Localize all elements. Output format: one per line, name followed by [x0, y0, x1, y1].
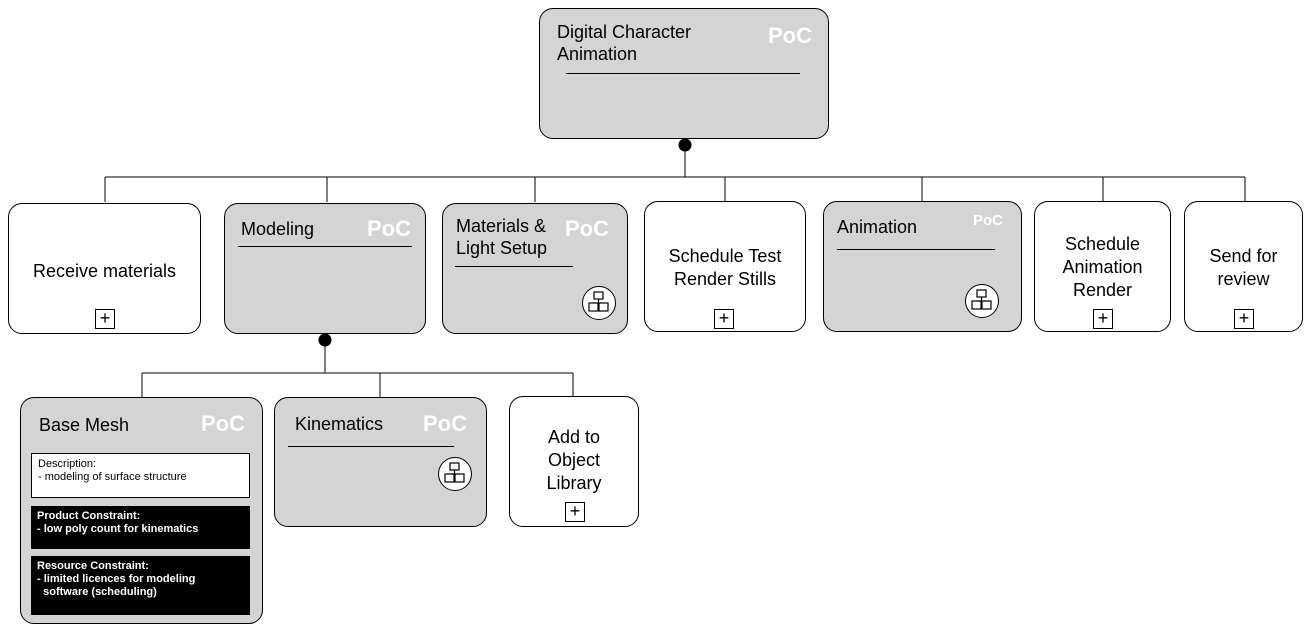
- title-underline: [455, 266, 573, 267]
- note-text: - low poly count for kinematics: [37, 523, 199, 535]
- process-label: Base Mesh: [39, 415, 130, 435]
- resource-constraint-note: Resource Constraint: - limited licences …: [31, 556, 250, 615]
- process-label: review: [1217, 269, 1270, 289]
- description-note: Description: - modeling of surface struc…: [31, 453, 250, 498]
- hierarchy-icon[interactable]: [438, 457, 472, 491]
- process-label: Schedule Test: [668, 246, 782, 266]
- expand-icon[interactable]: +: [714, 309, 734, 329]
- hierarchy-icon[interactable]: [965, 284, 999, 318]
- note-text: software (scheduling): [37, 586, 157, 598]
- process-send-for-review[interactable]: Send for review +: [1184, 201, 1303, 332]
- title-underline: [837, 249, 995, 250]
- process-label: Render: [1072, 280, 1133, 300]
- title-underline: [566, 73, 800, 74]
- hierarchy-icon[interactable]: [582, 286, 616, 320]
- process-label: Render Stills: [673, 269, 777, 289]
- note-label: Resource Constraint:: [37, 560, 149, 572]
- process-digital-character-animation[interactable]: Digital Character Animation PoC: [539, 8, 829, 139]
- poc-badge: PoC: [367, 216, 411, 241]
- process-schedule-animation-render[interactable]: Schedule Animation Render +: [1034, 201, 1171, 332]
- process-label: Object: [547, 450, 601, 470]
- expand-icon[interactable]: +: [1093, 309, 1113, 329]
- process-base-mesh[interactable]: Base Mesh PoC Description: - modeling of…: [20, 397, 263, 624]
- process-label: Modeling: [241, 219, 315, 239]
- process-add-to-object-library[interactable]: Add to Object Library +: [509, 396, 639, 527]
- process-label: Animation: [1062, 257, 1143, 277]
- process-animation[interactable]: Animation PoC: [823, 201, 1022, 332]
- poc-badge: PoC: [973, 212, 1003, 229]
- process-receive-materials[interactable]: Receive materials +: [8, 203, 201, 334]
- note-text: - modeling of surface structure: [38, 471, 187, 483]
- process-label: Library: [546, 473, 602, 493]
- process-label: Materials &: [456, 216, 547, 236]
- decomposition-dot: [678, 138, 692, 152]
- process-label: Add to: [547, 427, 601, 447]
- note-label: Product Constraint:: [37, 510, 141, 522]
- poc-badge: PoC: [201, 411, 245, 436]
- process-label: Schedule: [1064, 234, 1141, 254]
- process-kinematics[interactable]: Kinematics PoC: [274, 397, 487, 527]
- process-label: Send for: [1209, 246, 1278, 266]
- product-constraint-note: Product Constraint: - low poly count for…: [31, 506, 250, 549]
- process-label: Animation: [837, 217, 918, 237]
- process-schedule-test-render-stills[interactable]: Schedule Test Render Stills +: [644, 201, 806, 332]
- process-label: Kinematics: [295, 414, 384, 434]
- title-underline: [238, 246, 412, 247]
- expand-icon[interactable]: +: [95, 309, 115, 329]
- process-label: Receive materials: [32, 261, 177, 281]
- root-title-line1: Digital Character: [557, 22, 692, 42]
- process-materials-light-setup[interactable]: Materials & Light Setup PoC: [442, 203, 628, 334]
- decomposition-dot: [318, 333, 332, 347]
- expand-icon[interactable]: +: [1234, 309, 1254, 329]
- poc-badge: PoC: [423, 411, 467, 436]
- poc-badge: PoC: [565, 216, 609, 241]
- process-modeling[interactable]: Modeling PoC: [224, 203, 426, 334]
- root-title-line2: Animation: [557, 44, 638, 64]
- process-label: Light Setup: [456, 238, 548, 258]
- title-underline: [288, 446, 454, 447]
- note-text: - limited licences for modeling: [37, 573, 196, 585]
- expand-icon[interactable]: +: [565, 502, 585, 522]
- note-label: Description:: [38, 458, 97, 470]
- poc-badge: PoC: [768, 23, 812, 48]
